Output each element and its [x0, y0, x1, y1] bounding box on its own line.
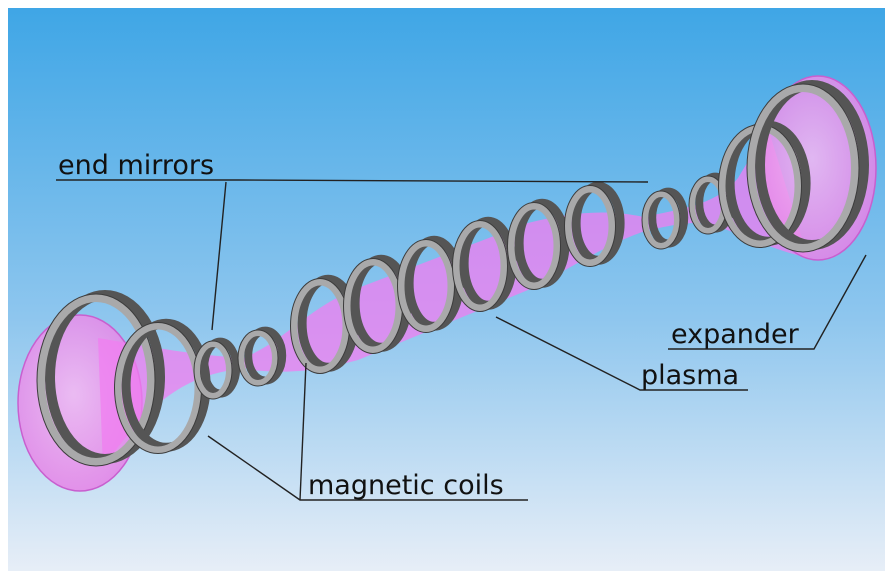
label-plasma: plasma — [641, 360, 739, 391]
label-expander: expander — [671, 319, 800, 350]
label-end-mirrors: end mirrors — [58, 150, 214, 181]
mirror-trap-diagram: end mirrors expander plasma magnetic coi… — [8, 8, 885, 571]
label-magnetic-coils: magnetic coils — [308, 470, 504, 501]
